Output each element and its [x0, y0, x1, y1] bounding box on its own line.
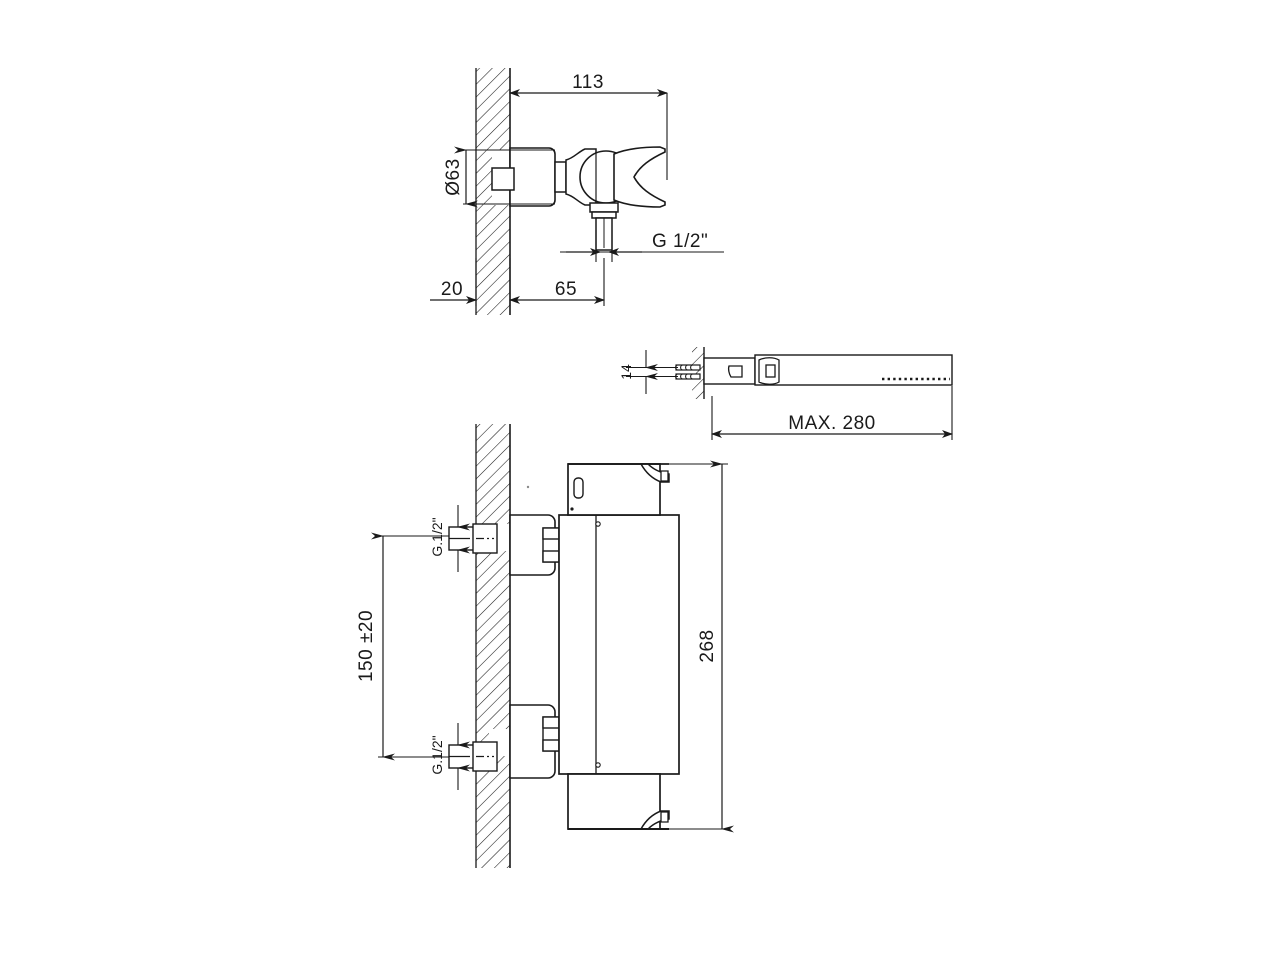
view-thermostatic-mixer: 150 ±20 G.1/2" G.1/2" 268: [356, 424, 734, 868]
dimension-g-half-inch-top-view: G 1/2": [560, 230, 724, 262]
outlet-head-top: [579, 146, 666, 208]
dimension-65: 65: [509, 258, 605, 306]
dimension-label-150-pm-20: 150 ±20: [356, 610, 377, 682]
dimension-label-20: 20: [441, 279, 463, 300]
dimension-label-g-half-inch-lower: G.1/2": [429, 735, 445, 774]
wall-section-top: [475, 68, 511, 315]
dimension-63: Ø63: [443, 146, 555, 208]
dimension-g-half-inch-lower: G.1/2": [429, 723, 470, 790]
upper-inlet-assembly: [448, 514, 560, 576]
dimension-label-113: 113: [572, 72, 604, 93]
dimension-max-280: MAX. 280: [711, 386, 953, 440]
wall-section-middle: [692, 347, 705, 399]
thermostatic-handle: [567, 463, 670, 516]
wall-section-bottom: [475, 424, 511, 868]
dimension-label-63: Ø63: [443, 158, 464, 195]
mixer-body: [558, 514, 680, 775]
dimension-label-g-half-inch: G 1/2": [652, 231, 708, 252]
dimension-14: 14: [618, 350, 678, 394]
view-wall-union-elbow: 113 Ø63 G 1/2" 20: [430, 68, 724, 315]
escutcheon-flange-top: [491, 147, 556, 207]
dimension-label-65: 65: [555, 279, 577, 300]
handshower-body: [703, 354, 953, 386]
temperature-stop-button[interactable]: [573, 477, 584, 499]
dimension-g-half-inch-upper: G.1/2": [429, 505, 470, 572]
dimension-150-pm-20: 150 ±20: [356, 532, 449, 761]
view-handshower-wand: 14 MAX. 280: [618, 347, 953, 440]
dimension-label-g-half-inch-upper: G.1/2": [429, 517, 445, 556]
handle-index-dot-top: [570, 507, 574, 511]
dimension-20: 20: [430, 258, 477, 306]
dimension-label-14: 14: [618, 364, 634, 380]
body-screw-top: [595, 521, 601, 527]
construction-marker-dot: [526, 485, 530, 489]
body-screw-bottom: [595, 762, 601, 768]
dimension-113: 113: [509, 72, 668, 180]
lower-inlet-assembly: [448, 704, 560, 779]
handshower-swivel-detail: [727, 357, 780, 385]
dimension-label-268: 268: [697, 629, 718, 662]
dimension-label-max-280: MAX. 280: [788, 413, 875, 434]
dimension-268: 268: [660, 460, 734, 833]
flow-diverter-handle: [567, 773, 670, 831]
